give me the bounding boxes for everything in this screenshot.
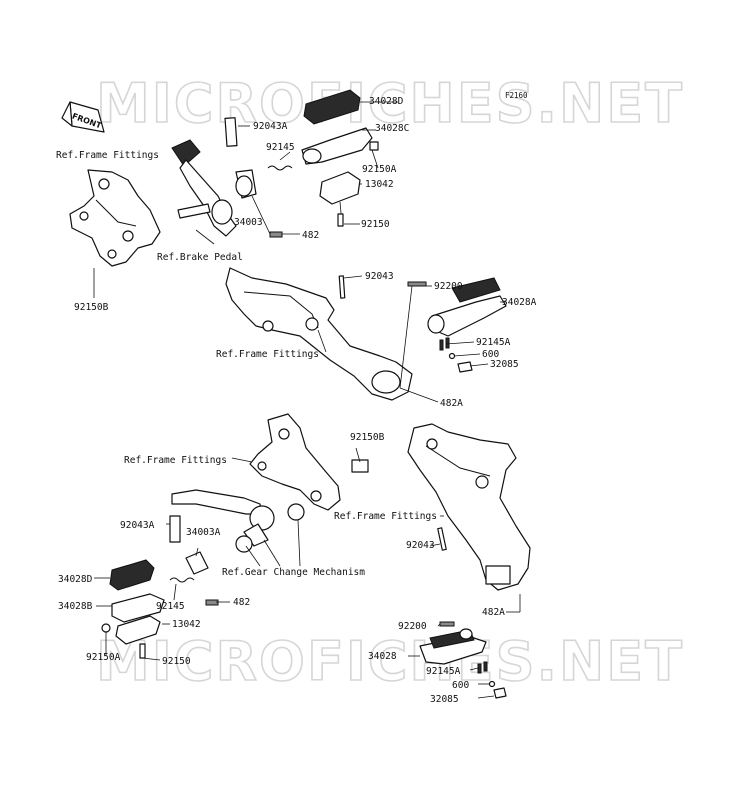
- footpeg-bracket-middle: [225, 267, 413, 401]
- part-label: 482: [233, 597, 250, 608]
- part-label: 34028: [368, 651, 397, 662]
- footpeg-bracket-lower-right: [407, 423, 531, 591]
- part-label: 92043: [365, 271, 394, 282]
- figure-code: F2160: [505, 91, 528, 100]
- part-label: 92200: [398, 621, 427, 632]
- part-label: 13042: [172, 619, 201, 630]
- part-label: 32085: [430, 694, 459, 705]
- part-label: 92145A: [476, 337, 511, 348]
- part-label: 600: [452, 680, 469, 691]
- ref-gear-change-mechanism: Ref.Gear Change Mechanism: [222, 567, 365, 578]
- part-label: 482A: [440, 398, 463, 409]
- footpeg-lower-right: [419, 621, 507, 699]
- part-label: 92150B: [350, 432, 385, 443]
- shift-lever: [169, 489, 305, 606]
- part-label: 92145A: [426, 666, 461, 677]
- part-label: 92150: [361, 219, 390, 230]
- part-label: 482: [302, 230, 319, 241]
- part-label: 600: [482, 349, 499, 360]
- ref-frame-fittings-lower-right: Ref.Frame Fittings: [334, 511, 437, 522]
- part-label: 92043A: [253, 121, 288, 132]
- part-label: 34003A: [186, 527, 221, 538]
- leader-lines: [93, 101, 521, 699]
- pivot-shaft-upper: [224, 117, 293, 238]
- footpeg-middle: [407, 277, 507, 373]
- ref-frame-fittings-middle: Ref.Frame Fittings: [216, 349, 319, 360]
- watermark-top: MICROFICHES.NET: [96, 72, 684, 135]
- part-label: 34028B: [58, 601, 93, 612]
- part-label: 92150A: [362, 164, 397, 175]
- part-label: 92150B: [74, 302, 109, 313]
- part-label: 92150: [162, 656, 191, 667]
- part-label: 34028A: [502, 297, 537, 308]
- brake-pedal: [171, 139, 237, 237]
- part-label: 13042: [365, 179, 394, 190]
- part-label: 92150A: [86, 652, 121, 663]
- part-label: 92043A: [120, 520, 155, 531]
- footpeg-lower-left: [101, 559, 165, 659]
- part-label: 34028D: [58, 574, 93, 585]
- ref-frame-fittings-lower-left: Ref.Frame Fittings: [124, 455, 227, 466]
- part-label: 34028D: [369, 96, 404, 107]
- part-label: 34028C: [375, 123, 409, 134]
- part-label: 482A: [482, 607, 505, 618]
- part-label: 32085: [490, 359, 519, 370]
- rear-bracket-upper-left: [69, 169, 161, 267]
- part-label: 92043: [406, 540, 435, 551]
- part-label: 92145: [266, 142, 295, 153]
- watermark-bottom: MICROFICHES.NET: [96, 630, 684, 693]
- part-label: 92145: [156, 601, 185, 612]
- part-label: 92200: [434, 281, 463, 292]
- ref-brake-pedal: Ref.Brake Pedal: [157, 252, 243, 263]
- ref-frame-fittings-upper-left: Ref.Frame Fittings: [56, 150, 159, 161]
- front-arrow-icon: FRONT: [61, 101, 105, 133]
- footpeg-upper: [301, 89, 379, 227]
- part-label: 34003: [234, 217, 263, 228]
- rear-bracket-lower-left: [249, 413, 369, 511]
